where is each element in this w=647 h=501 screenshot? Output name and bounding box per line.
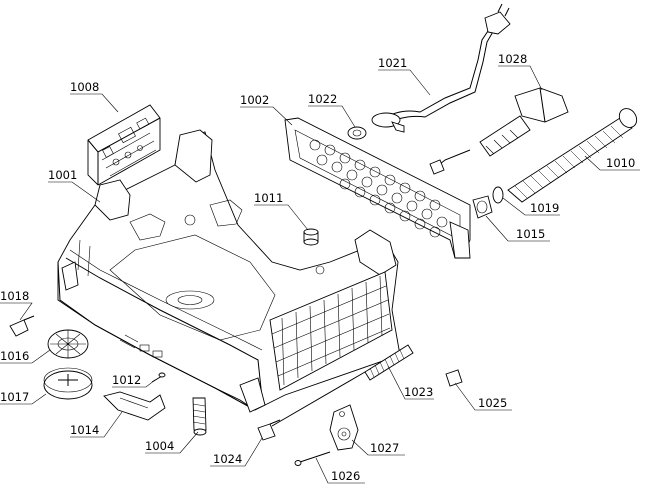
- callout-1008: 1008: [70, 80, 119, 113]
- callout-1011: 1011: [254, 191, 309, 231]
- connector-1015-part: [472, 195, 493, 219]
- bracket-1014-part: [103, 391, 166, 421]
- callout-1021: 1021: [378, 56, 431, 96]
- callout-1027: 1027: [351, 439, 405, 456]
- callout-label-1021: 1021: [378, 56, 407, 70]
- callout-label-1015: 1015: [516, 227, 545, 241]
- callout-label-1024: 1024: [213, 452, 242, 466]
- callout-1022: 1022: [308, 92, 356, 128]
- callout-1014: 1014: [70, 411, 123, 438]
- callout-label-1022: 1022: [308, 92, 337, 106]
- callout-1026: 1026: [315, 457, 365, 484]
- bolt-1026-part: [294, 451, 331, 466]
- callout-label-1017: 1017: [0, 390, 29, 404]
- callout-1017: 1017: [0, 390, 47, 405]
- callout-label-1001: 1001: [48, 168, 77, 182]
- float-disc-1017-part: [43, 367, 93, 400]
- spring-pin-1004-part: [192, 397, 207, 436]
- callout-label-1004: 1004: [145, 439, 174, 453]
- callout-label-1025: 1025: [478, 396, 507, 410]
- callout-label-1014: 1014: [70, 423, 99, 437]
- callout-label-1010: 1010: [606, 156, 635, 170]
- callout-label-1012: 1012: [112, 373, 141, 387]
- callout-1023: 1023: [387, 365, 434, 400]
- callout-label-1002: 1002: [240, 93, 269, 107]
- callout-1028: 1028: [498, 52, 543, 91]
- rear-filter-panel-part: [284, 117, 471, 259]
- callout-label-1023: 1023: [404, 385, 433, 399]
- callout-label-1028: 1028: [498, 52, 527, 66]
- front-grid-panel: [269, 271, 393, 391]
- plate-1025-part: [445, 369, 463, 387]
- lever-1024-part: [257, 419, 281, 441]
- callout-1015: 1015: [485, 215, 550, 242]
- callout-1025: 1025: [454, 382, 512, 411]
- callout-1001: 1001: [48, 168, 101, 203]
- nut-1022-part: [347, 126, 367, 140]
- callout-label-1019: 1019: [530, 201, 559, 215]
- callout-1019: 1019: [502, 197, 560, 216]
- callout-label-1011: 1011: [254, 191, 283, 205]
- impeller-1016-part: [47, 329, 89, 359]
- callout-1010: 1010: [584, 155, 640, 171]
- hinge-plate-1027-part: [329, 404, 359, 451]
- drain-hose-part: [507, 108, 638, 203]
- callout-1016: 1016: [0, 349, 51, 364]
- spring-rod-1023-part: [271, 344, 414, 427]
- callout-label-1026: 1026: [331, 469, 360, 483]
- callout-1024: 1024: [210, 437, 263, 467]
- ring-1019-part: [492, 186, 504, 204]
- callout-label-1008: 1008: [70, 80, 99, 94]
- callout-label-1027: 1027: [370, 441, 399, 455]
- control-board-part: [87, 104, 161, 186]
- callout-1004: 1004: [145, 431, 199, 454]
- valve-1011-part: [303, 228, 319, 246]
- callout-1002: 1002: [240, 93, 293, 126]
- power-cable-part: [371, 3, 511, 133]
- callout-1018: 1018: [0, 289, 33, 321]
- callout-1012: 1012: [112, 373, 156, 388]
- callout-label-1018: 1018: [0, 289, 29, 303]
- callout-label-1016: 1016: [0, 349, 29, 363]
- clip-1018-part: [9, 315, 35, 337]
- base-tub-part: [57, 129, 401, 413]
- pump-assembly-part: [429, 87, 569, 175]
